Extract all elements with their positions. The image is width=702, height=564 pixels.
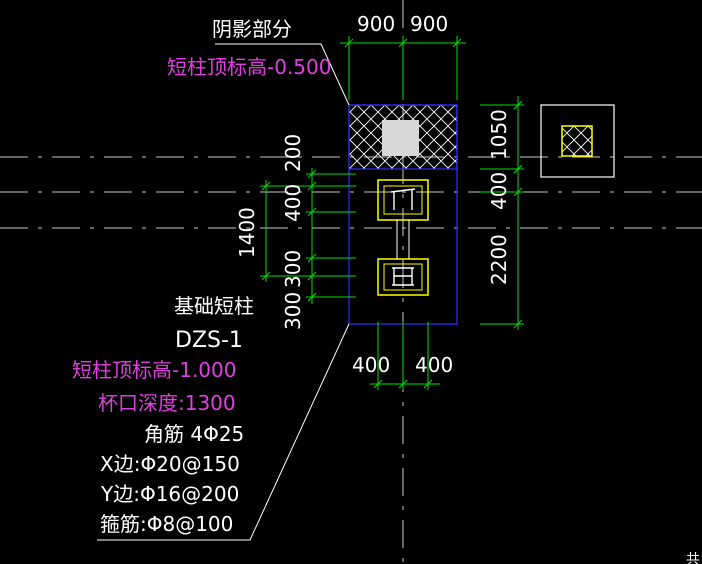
dim-left-300-a: 300 [281,250,305,288]
label-x-side-bars: X边:Φ20@150 [100,452,240,476]
dim-left-400: 400 [281,184,305,222]
dimension-lines [260,36,524,390]
label-column-id: DZS-1 [175,328,243,353]
leader-column [97,323,350,541]
label-cup-depth: 杯口深度:1300 [98,391,236,415]
short-column-lower [377,258,429,296]
leader-lines [97,43,350,541]
leader-shadow [215,43,350,106]
dim-right-400: 400 [487,172,511,210]
dim-bottom-left-400: 400 [352,353,390,377]
i-beam-section-icon [392,267,414,286]
shaded-column-fill [382,120,419,156]
dim-left-1400: 1400 [235,207,259,258]
label-short-column-top-elev-a: 短柱顶标高-0.500 [167,55,331,79]
label-stirrups: 箍筋:Φ8@100 [100,512,233,536]
label-shadow-part: 阴影部分 [212,17,292,41]
label-foundation-short-column: 基础短柱 [174,294,254,318]
dim-bottom-right-400: 400 [415,353,453,377]
dim-right-2200: 2200 [487,234,511,285]
dimension-texts: 900 900 1050 400 2200 200 400 1400 300 3… [235,12,511,377]
dim-top-right-900: 900 [410,12,448,36]
label-short-column-top-elev-b: 短柱顶标高-1.000 [72,358,236,382]
dim-left-200: 200 [281,134,305,172]
label-corner-fragment: 共 [686,552,700,564]
dim-left-300-b: 300 [281,292,305,330]
i-beam-section-icon [390,188,416,210]
dim-top-left-900: 900 [357,12,395,36]
column-detail [540,104,615,178]
label-y-side-bars: Y边:Φ16@200 [100,482,239,506]
short-column-upper [377,179,429,221]
label-corner-bars: 角筋 4Φ25 [144,422,244,446]
dim-right-1050: 1050 [487,109,511,160]
foundation-plan [348,104,458,325]
